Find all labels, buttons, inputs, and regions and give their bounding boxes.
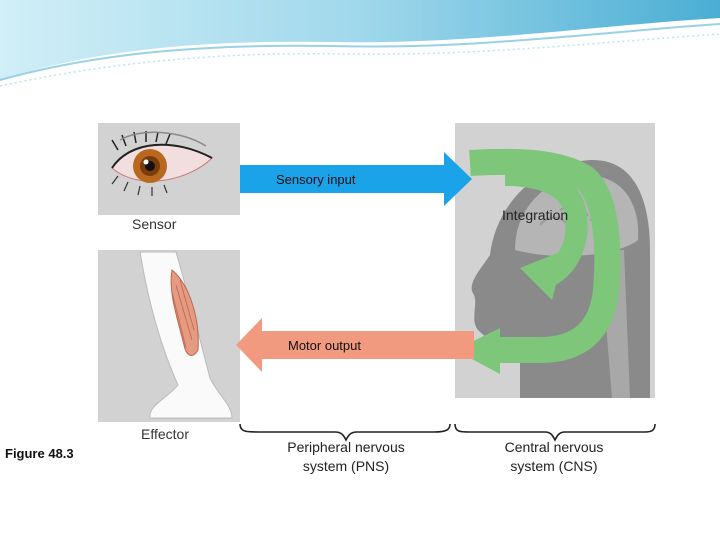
effector-label: Effector [141, 426, 189, 442]
sensory-input-label: Sensory input [276, 172, 356, 187]
integration-loop [455, 148, 621, 374]
pns-label: Peripheral nervous system (PNS) [287, 438, 405, 476]
sensor-label: Sensor [132, 216, 177, 232]
cns-label-line2: system (CNS) [510, 458, 598, 474]
sensor-eye-panel [98, 123, 240, 215]
sensory-input-arrow [240, 152, 472, 206]
motor-output-arrow [236, 318, 474, 372]
pns-label-line1: Peripheral nervous [287, 439, 405, 455]
leg-icon [139, 251, 233, 419]
figure-number-label: Figure 48.3 [5, 446, 74, 461]
eye-icon [111, 131, 213, 196]
integration-label: Integration [502, 207, 569, 223]
cns-label: Central nervous system (CNS) [505, 438, 604, 476]
effector-leg-panel [98, 250, 240, 422]
cns-brace [454, 423, 656, 442]
pns-label-line2: system (PNS) [302, 458, 390, 474]
cns-label-line1: Central nervous [504, 439, 604, 455]
motor-output-label: Motor output [288, 338, 361, 353]
pns-brace [239, 423, 451, 442]
